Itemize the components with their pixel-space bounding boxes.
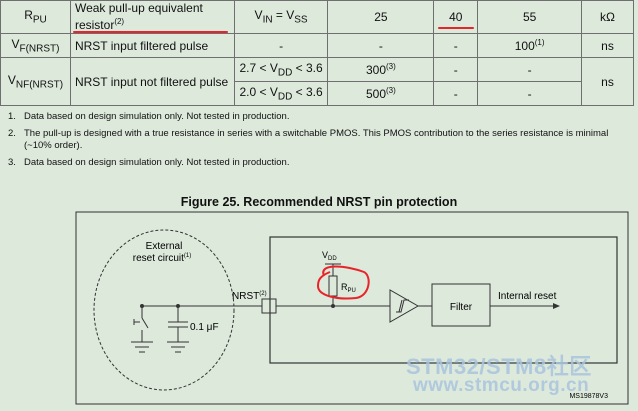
red-underline-annotation	[438, 27, 475, 29]
table-footnotes: 1.Data based on design simulation only. …	[8, 111, 628, 174]
filter-block	[431, 283, 491, 327]
external-reset-circuit-circle	[93, 229, 235, 391]
typ-cell: 40	[433, 0, 479, 34]
typ-cell: -	[433, 33, 479, 58]
reset-circuit-label: reset circuit(1)	[133, 253, 191, 264]
capacitor-symbol	[167, 306, 189, 353]
external-label: External	[146, 241, 183, 252]
red-underline-annotation	[72, 31, 228, 33]
capacitor-value: 0.1 μF	[190, 322, 219, 333]
schmitt-trigger-buffer	[389, 289, 420, 323]
max-cell: -	[477, 57, 583, 82]
parameter-cell: Weak pull-up equivalent resistor(2)	[69, 0, 235, 34]
footnote: 3.Data based on design simulation only. …	[8, 157, 290, 168]
vdd-label: VDD	[322, 250, 337, 262]
table-row: 2.0 < VDD < 3.6 500(3) - -	[1, 81, 634, 106]
footnote: 1.Data based on design simulation only. …	[8, 111, 290, 122]
parameter-cell: NRST input not filtered pulse	[69, 57, 235, 106]
condition-cell: 2.7 < VDD < 3.6	[233, 57, 329, 82]
watermark-url: www.stmcu.org.cn	[413, 375, 590, 396]
figure-title: Figure 25. Recommended NRST pin protecti…	[180, 195, 458, 209]
table-row: VNF(NRST) NRST input not filtered pulse …	[0, 57, 634, 106]
symbol-cell: RPU	[0, 0, 71, 34]
unit-cell: ns	[581, 57, 634, 106]
min-cell: 300(3)	[327, 57, 435, 82]
nrst-pin-label: NRST(2)	[232, 291, 267, 302]
symbol-cell: VF(NRST)	[0, 33, 71, 58]
mcu-boundary	[269, 236, 618, 364]
min-cell: 500(3)	[327, 81, 435, 106]
table-row: RPU Weak pull-up equivalent resistor(2) …	[0, 0, 634, 34]
filter-label: Filter	[450, 302, 473, 313]
red-circle-annotation	[316, 265, 370, 300]
electrical-characteristics-table: RPU Weak pull-up equivalent resistor(2) …	[0, 0, 634, 106]
max-cell: -	[477, 81, 583, 106]
internal-reset-label: Internal reset	[498, 291, 557, 302]
nrst-pin-pad	[261, 298, 277, 314]
footnote: 2.The pull-up is designed with a true re…	[8, 128, 609, 151]
figure-reference-code: MS19878V3	[569, 393, 608, 400]
pull-up-resistor	[328, 275, 338, 297]
rpu-label: RPU	[341, 282, 356, 294]
push-button-switch	[131, 306, 153, 353]
watermark-title: STM32/STM8社区	[406, 354, 592, 379]
typ-cell: -	[433, 81, 479, 106]
condition-cell: -	[233, 33, 329, 58]
arrow-head-icon	[553, 303, 560, 309]
figure-frame	[75, 211, 629, 405]
symbol-cell: VNF(NRST)	[0, 57, 71, 106]
